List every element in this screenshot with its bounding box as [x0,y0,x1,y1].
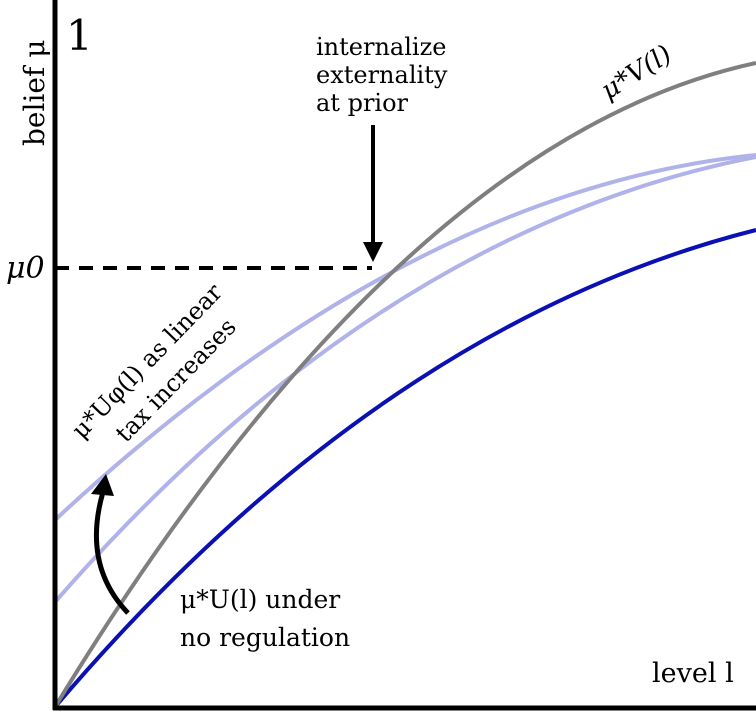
taxed-curve-high [53,153,756,522]
y-axis-max-label: 1 [66,11,93,60]
annotation-line3: at prior [316,89,409,117]
unregulated-label-line1: μ*U(l) under [180,585,340,614]
unregulated-curve [53,228,756,709]
social-curve-label: μ*V(l) [596,40,677,106]
tax-increase-arrow [93,491,130,615]
taxed-curve-low [53,155,756,604]
tax-increase-arrow-head [91,474,114,496]
annotation-line1: internalize [316,33,446,61]
prior-tick-label: μ0 [6,251,45,286]
social-curve [53,61,756,709]
y-axis-label: belief μ [18,40,51,146]
annotation-line2: externality [316,61,448,89]
unregulated-label-line2: no regulation [180,623,350,652]
x-axis-label: level l [652,658,734,689]
annotation-arrow-head [363,242,383,262]
